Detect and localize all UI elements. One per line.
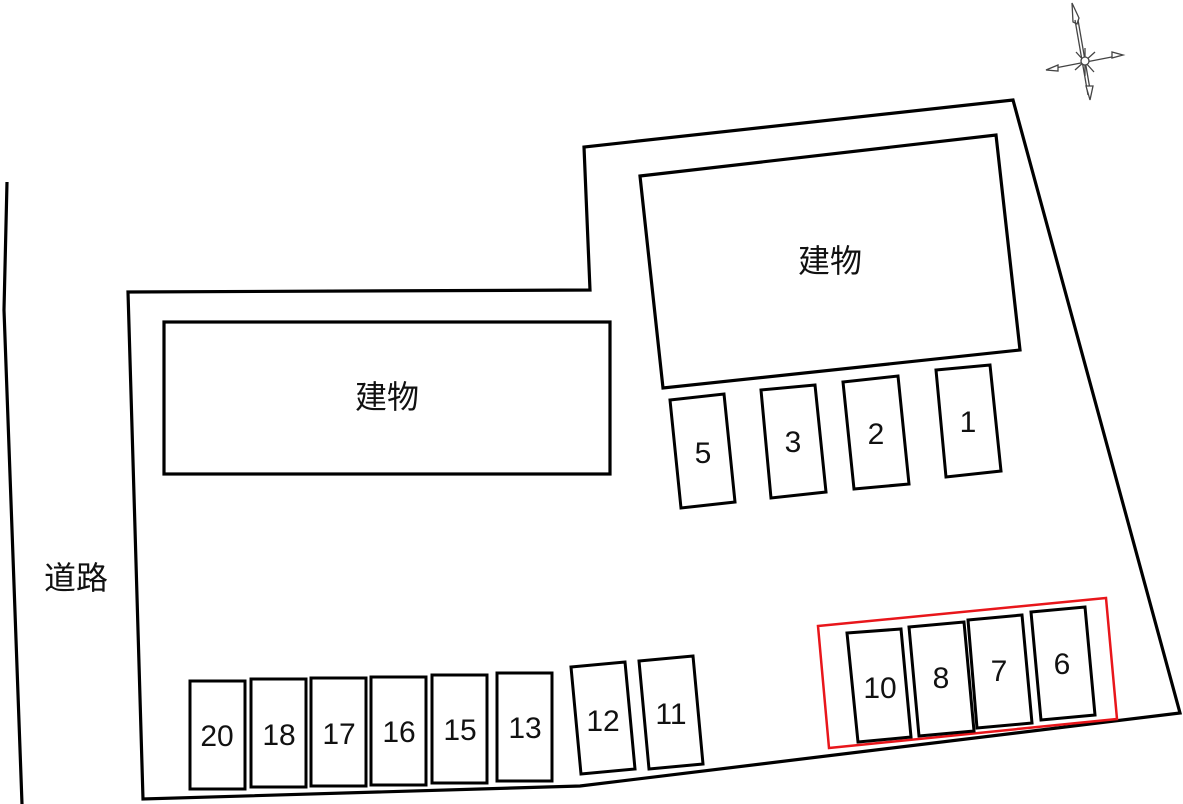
parking-number: 2 [868,418,885,451]
building-right-outline [638,133,1022,390]
parking-number: 6 [1054,648,1071,681]
parking-number: 5 [695,437,712,470]
parking-number: 17 [322,718,355,751]
parking-number: 10 [863,672,896,705]
highlight-frame [816,596,1119,750]
parking-space-15[interactable]: 15 [430,673,489,785]
parking-space-8[interactable]: 8 [907,620,976,738]
parking-number: 11 [655,698,686,731]
parking-space-5[interactable]: 5 [668,392,737,510]
parking-number: 20 [200,720,233,753]
parking-space-13[interactable]: 13 [495,671,554,783]
compass-rose-icon [1045,2,1126,101]
parking-space-12[interactable]: 12 [569,660,637,776]
road-edge-line [2,181,24,804]
building-right-label: 建物 [798,242,862,280]
parking-number: 18 [262,719,295,752]
building-left-label: 建物 [355,378,419,416]
parking-space-6[interactable]: 6 [1029,605,1097,722]
parking-space-7[interactable]: 7 [966,613,1034,730]
parking-space-20[interactable]: 20 [188,679,247,791]
parking-space-16[interactable]: 16 [369,675,428,787]
parking-space-17[interactable]: 17 [309,676,368,788]
parking-number: 12 [586,705,619,738]
building-right: 建物 [638,133,1022,390]
parking-space-10[interactable]: 10 [845,627,913,744]
parking-space-1[interactable]: 1 [934,363,1003,479]
road-label: 道路 [44,559,108,597]
parking-number: 7 [991,655,1008,688]
parking-number: 15 [443,714,476,747]
parking-number: 8 [933,662,950,695]
building-left: 建物 [162,320,612,476]
parking-number: 1 [960,406,977,439]
parking-number: 16 [382,716,415,749]
parking-space-11[interactable]: 11 [637,654,705,771]
site-boundary [126,98,1183,801]
parking-number: 13 [508,712,541,745]
parking-space-18[interactable]: 18 [249,677,308,789]
parking-space-3[interactable]: 3 [759,383,828,500]
parking-number: 3 [785,426,802,459]
building-left-outline [162,320,612,476]
parking-space-2[interactable]: 2 [841,374,911,491]
